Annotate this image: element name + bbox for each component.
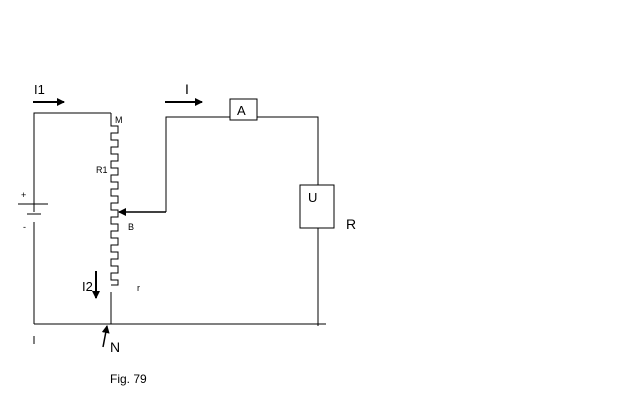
rheostat-coil xyxy=(110,113,119,286)
label-i: I xyxy=(185,81,189,97)
wire-top-left xyxy=(33,112,111,212)
battery-symbol xyxy=(18,203,48,215)
label-b: B xyxy=(128,222,134,232)
figure-caption: Fig. 79 xyxy=(110,372,147,386)
label-r-load: R xyxy=(346,216,356,232)
node-arrow-n xyxy=(101,325,110,348)
label-ammeter: A xyxy=(237,103,246,118)
label-m: M xyxy=(115,115,123,125)
wire-right-top xyxy=(257,116,319,185)
label-plus: + xyxy=(21,190,26,200)
ammeter-box xyxy=(229,98,258,121)
load-box xyxy=(299,184,335,229)
label-r-small: r xyxy=(137,283,140,293)
wire-slider-up xyxy=(165,116,230,212)
label-minus: - xyxy=(23,222,26,232)
label-i1: I1 xyxy=(34,82,45,97)
label-n: N xyxy=(110,339,120,355)
label-i2: I2 xyxy=(82,279,93,294)
label-u: U xyxy=(308,190,317,205)
label-r1: R1 xyxy=(96,165,108,175)
